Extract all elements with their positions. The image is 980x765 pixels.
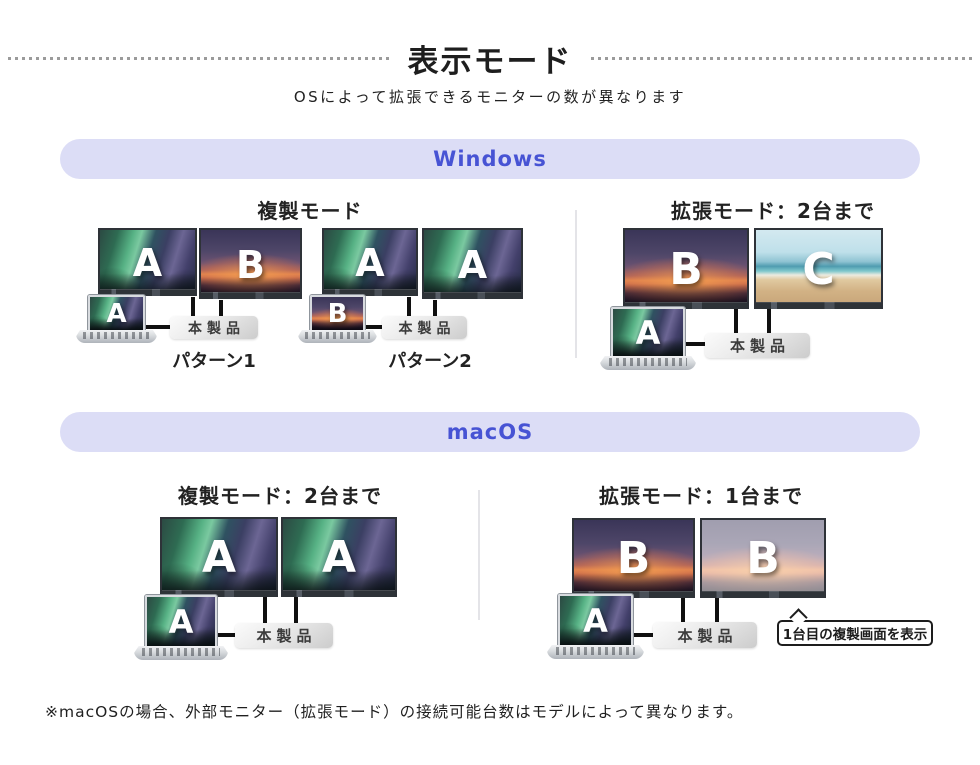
product-box: 本製品 <box>653 622 757 648</box>
dotted-divider-left <box>8 57 390 60</box>
connector-line <box>767 309 771 335</box>
laptop-base <box>134 646 228 660</box>
macos-extend-group: B B A 本製品 1台目の複製画面を表示 <box>540 505 940 670</box>
macos-banner-label: macOS <box>446 420 534 444</box>
monitor-2-mirrored: B <box>700 518 826 598</box>
monitor-2: A <box>422 228 523 299</box>
connector-line <box>191 297 195 317</box>
monitor-2: B <box>199 228 302 299</box>
connector-line <box>215 633 237 637</box>
connector-line <box>631 633 655 637</box>
screen-letter: B <box>327 298 348 329</box>
windows-section-divider <box>575 210 577 358</box>
laptop-base <box>298 330 377 343</box>
screen-letter: B <box>746 533 780 584</box>
screen-letter: C <box>802 243 835 295</box>
footnote: ※macOSの場合、外部モニター（拡張モード）の接続可能台数はモデルによって異な… <box>45 703 744 721</box>
connector-line <box>681 598 685 624</box>
laptop-screen: A <box>611 307 685 357</box>
laptop-base <box>600 356 696 370</box>
macos-duplicate-group: A A A 本製品 <box>130 505 415 670</box>
windows-extend-group: B C A 本製品 <box>600 225 895 380</box>
windows-banner: Windows <box>60 139 920 179</box>
laptop-screen: A <box>558 594 633 646</box>
screen-letter: A <box>355 241 385 285</box>
monitor-1: A <box>98 228 197 296</box>
connector-line <box>407 297 411 317</box>
windows-duplicate-heading: 複製モード <box>257 199 363 223</box>
connector-line <box>734 309 738 335</box>
monitor-1: A <box>160 517 278 597</box>
monitor-1: A <box>322 228 418 296</box>
screen-letter: A <box>457 242 488 287</box>
product-box: 本製品 <box>235 623 333 648</box>
product-box: 本製品 <box>705 333 810 358</box>
windows-duplicate-pattern2: A A B 本製品 パターン2 <box>295 225 545 375</box>
product-box: 本製品 <box>382 316 467 339</box>
mirror-callout-note: 1台目の複製画面を表示 <box>777 620 933 646</box>
connector-line <box>715 598 719 624</box>
product-box: 本製品 <box>170 316 258 339</box>
windows-duplicate-pattern1: A B A 本製品 パターン1 <box>75 225 325 375</box>
monitor-1: B <box>623 228 749 309</box>
connector-line <box>683 342 707 346</box>
screen-letter: A <box>168 602 194 641</box>
macos-duplicate-heading: 複製モード：2台まで <box>178 484 382 508</box>
pattern-caption: パターン2 <box>388 351 472 372</box>
connector-line <box>263 597 267 625</box>
page-title-row: 表示モード <box>8 36 972 81</box>
laptop-screen: A <box>145 595 217 647</box>
connector-line <box>361 325 382 329</box>
dotted-divider-right <box>590 57 972 60</box>
laptop-base <box>547 645 644 659</box>
screen-letter: A <box>132 241 163 285</box>
screen-letter: A <box>583 601 608 640</box>
monitor-2: A <box>281 517 397 597</box>
connector-line <box>141 325 170 329</box>
laptop-base <box>76 330 157 343</box>
screen-letter: B <box>616 533 651 584</box>
monitor-1: B <box>572 518 695 598</box>
laptop-screen: A <box>88 295 145 331</box>
screen-letter: A <box>201 532 237 583</box>
mirror-fade-overlay <box>702 520 824 598</box>
laptop-screen: B <box>310 295 365 331</box>
page-title: 表示モード <box>407 44 573 80</box>
macos-banner: macOS <box>60 412 920 452</box>
screen-letter: B <box>669 243 703 295</box>
page-subtitle: OSによって拡張できるモニターの数が異なります <box>293 88 687 106</box>
screen-letter: A <box>106 298 127 329</box>
connector-line <box>433 300 437 317</box>
macos-section-divider <box>478 490 480 620</box>
pattern-caption: パターン1 <box>172 351 256 372</box>
macos-extend-heading: 拡張モード：1台まで <box>599 484 803 508</box>
monitor-2: C <box>754 228 883 309</box>
connector-line <box>294 597 298 625</box>
screen-letter: A <box>321 532 357 583</box>
connector-line <box>219 300 223 317</box>
screen-letter: B <box>236 242 265 287</box>
windows-extend-heading: 拡張モード：2台まで <box>671 199 875 223</box>
screen-letter: A <box>635 313 661 352</box>
windows-banner-label: Windows <box>433 147 547 171</box>
